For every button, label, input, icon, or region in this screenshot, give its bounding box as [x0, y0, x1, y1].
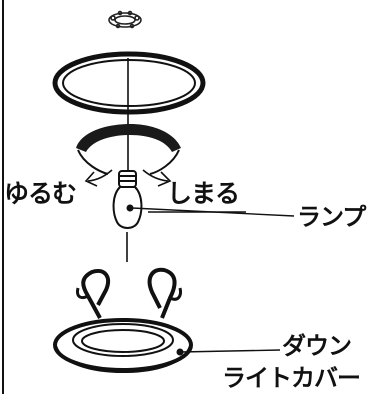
downlight-cover-label-line2: ライトカバー [222, 366, 360, 390]
downlight-cover-label-line1: ダウン [282, 334, 351, 358]
cover-leader-line [180, 350, 280, 352]
downlight-cover [55, 270, 191, 372]
tighten-label: しまる [167, 181, 239, 206]
loosen-arrow-icon [86, 170, 112, 186]
ceiling-ring [55, 54, 203, 112]
loosen-label: ゆるむ [4, 181, 76, 206]
lamp-bulb-icon [114, 171, 142, 228]
ceiling-socket-icon [109, 12, 141, 28]
lamp-label: ランプ [297, 205, 365, 229]
